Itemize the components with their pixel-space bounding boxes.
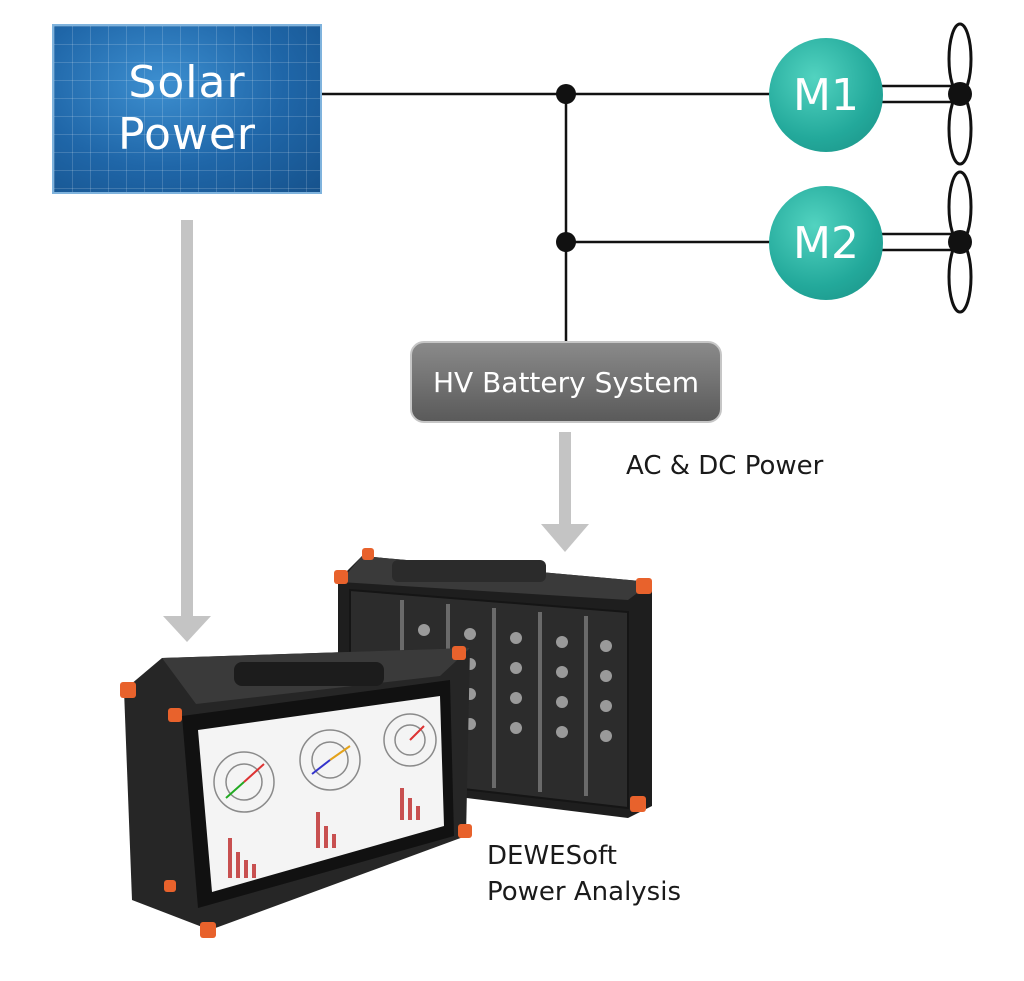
ac-dc-power-label: AC & DC Power <box>626 451 824 481</box>
arrow-battery-to-analyzer <box>541 432 589 552</box>
motor-m1: M1 <box>769 38 883 152</box>
analyzer-label-line-1: DEWESoft <box>487 841 617 871</box>
propeller-icon <box>947 170 973 314</box>
arrow-solar-to-analyzer <box>163 220 211 642</box>
solar-label-line-1: Solar <box>128 57 246 108</box>
motor-m2: M2 <box>769 186 883 300</box>
propeller-icon <box>947 22 973 166</box>
solar-panel-icon: Solar Power <box>52 24 322 194</box>
analyzer-label: DEWESoft Power Analysis <box>487 838 681 910</box>
analyzer-label-line-2: Power Analysis <box>487 877 681 907</box>
data-acquisition-device-icon <box>120 646 472 938</box>
junction-dot-top <box>556 84 576 104</box>
solar-label-line-2: Power <box>117 109 257 160</box>
hv-battery-system-box: HV Battery System <box>410 341 722 423</box>
junction-dot-middle <box>556 232 576 252</box>
wires <box>322 84 960 342</box>
